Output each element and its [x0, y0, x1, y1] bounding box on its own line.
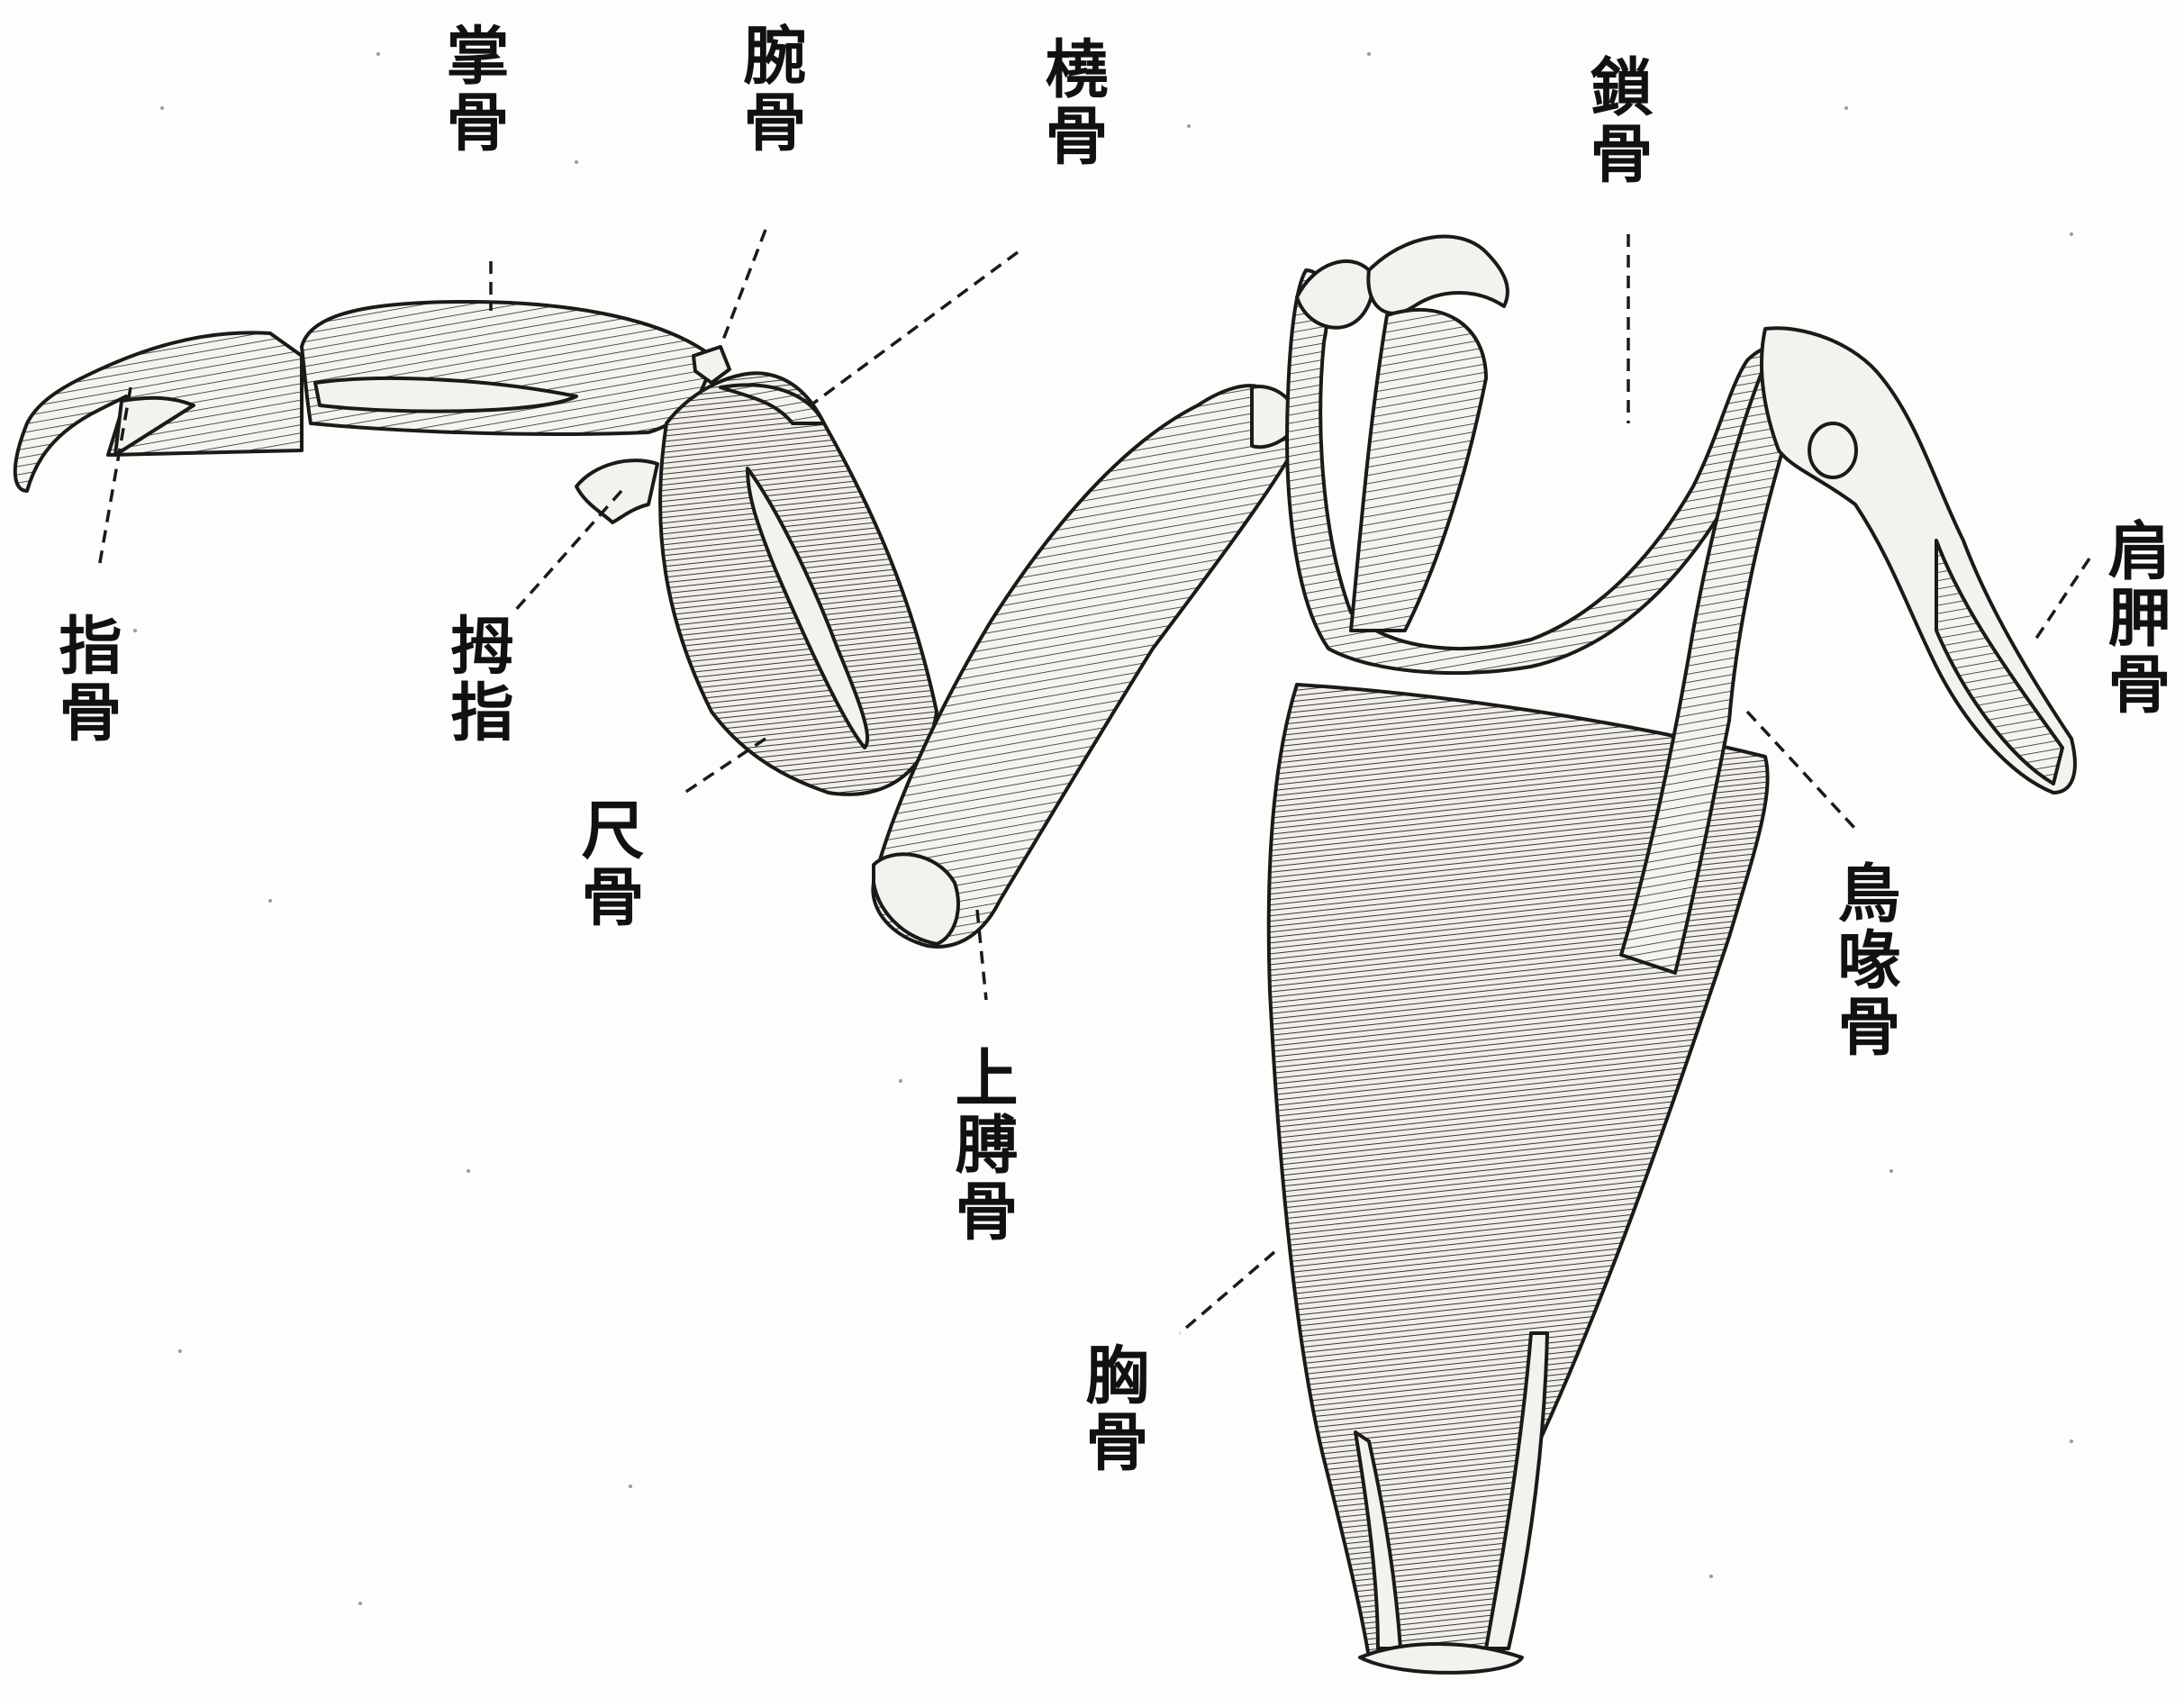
leader-radius — [811, 252, 1018, 405]
humerus-bone — [873, 386, 1297, 947]
leader-scapula — [2035, 558, 2089, 640]
leader-carpal — [720, 230, 766, 347]
thumb-bone — [576, 460, 657, 522]
label-humerus: 上膊骨 — [946, 1045, 1018, 1245]
forearm-bones — [660, 373, 937, 795]
leader-sternum — [1180, 1252, 1274, 1333]
label-metacarpal: 掌骨 — [437, 23, 509, 156]
leader-phalanx — [99, 387, 131, 568]
metacarpal-bone — [302, 302, 711, 434]
label-scapula: 肩胛骨 — [2098, 518, 2170, 718]
label-coracoid: 鳥喙骨 — [1828, 860, 1900, 1060]
label-sternum: 胸骨 — [1076, 1342, 1148, 1476]
label-radius: 橈骨 — [1036, 36, 1108, 169]
phalanx-bone — [15, 332, 302, 491]
leader-thumb — [513, 491, 621, 613]
scapula-bone — [1762, 328, 2075, 793]
label-ulna: 尺骨 — [572, 797, 644, 931]
label-clavicle: 鎖骨 — [1581, 54, 1653, 187]
label-thumb: 拇指 — [441, 613, 513, 746]
label-phalanx: 指骨 — [50, 613, 122, 746]
label-carpal: 腕骨 — [734, 23, 806, 156]
